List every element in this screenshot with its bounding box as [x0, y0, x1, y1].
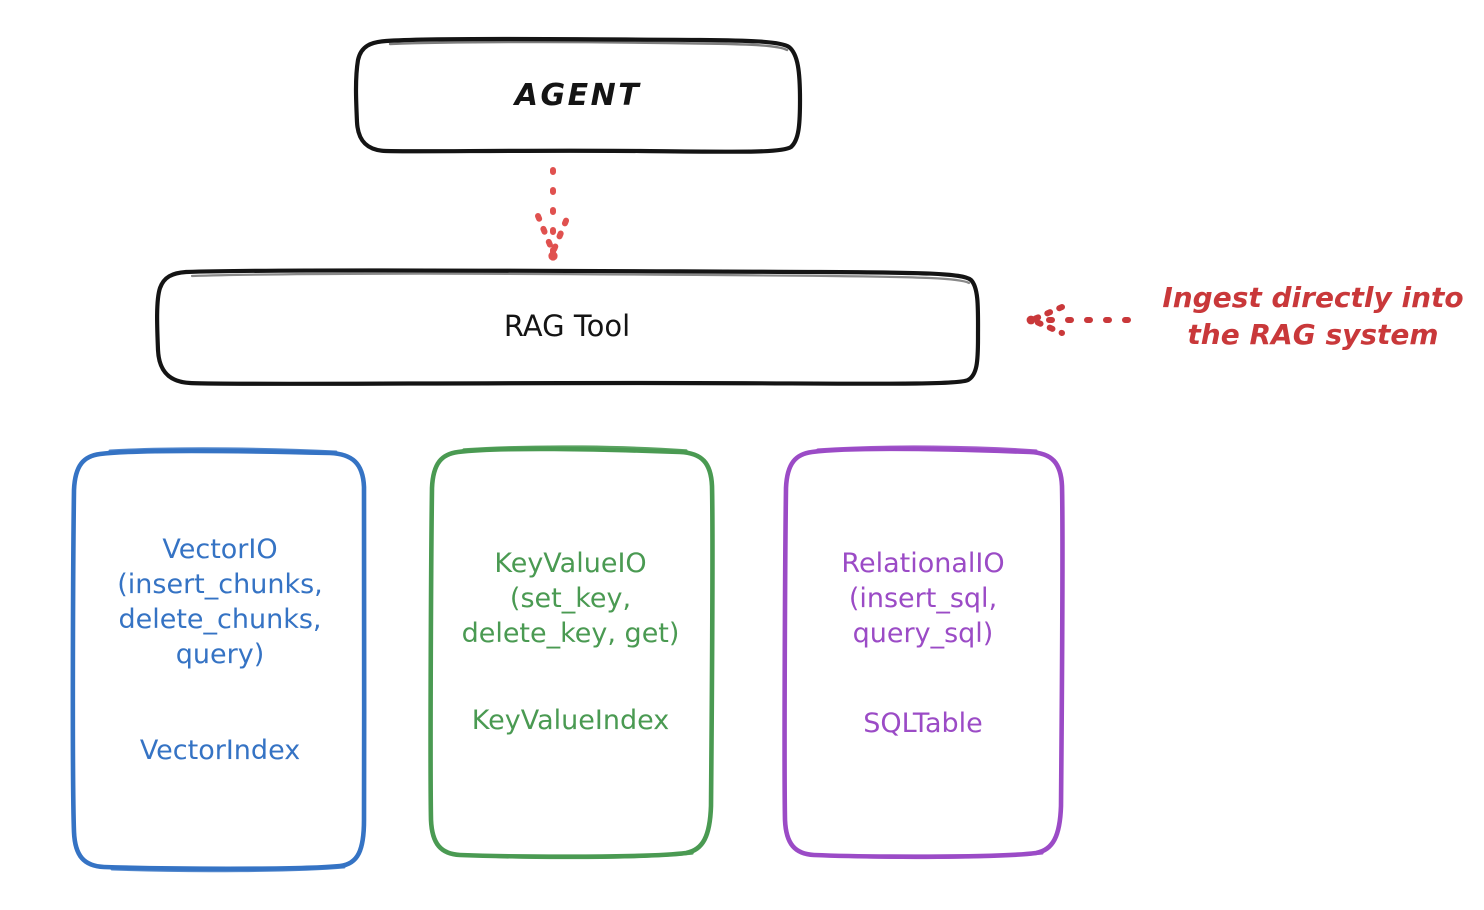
node-key-value-io[interactable]	[428, 445, 715, 860]
node-rag-tool[interactable]	[155, 268, 981, 386]
connector-agent-to-rag-tool	[535, 167, 571, 261]
node-agent[interactable]	[353, 36, 803, 154]
connector-ingest-note	[1026, 304, 1131, 336]
node-vector-io[interactable]	[70, 447, 367, 873]
node-relational-io[interactable]	[782, 445, 1065, 860]
